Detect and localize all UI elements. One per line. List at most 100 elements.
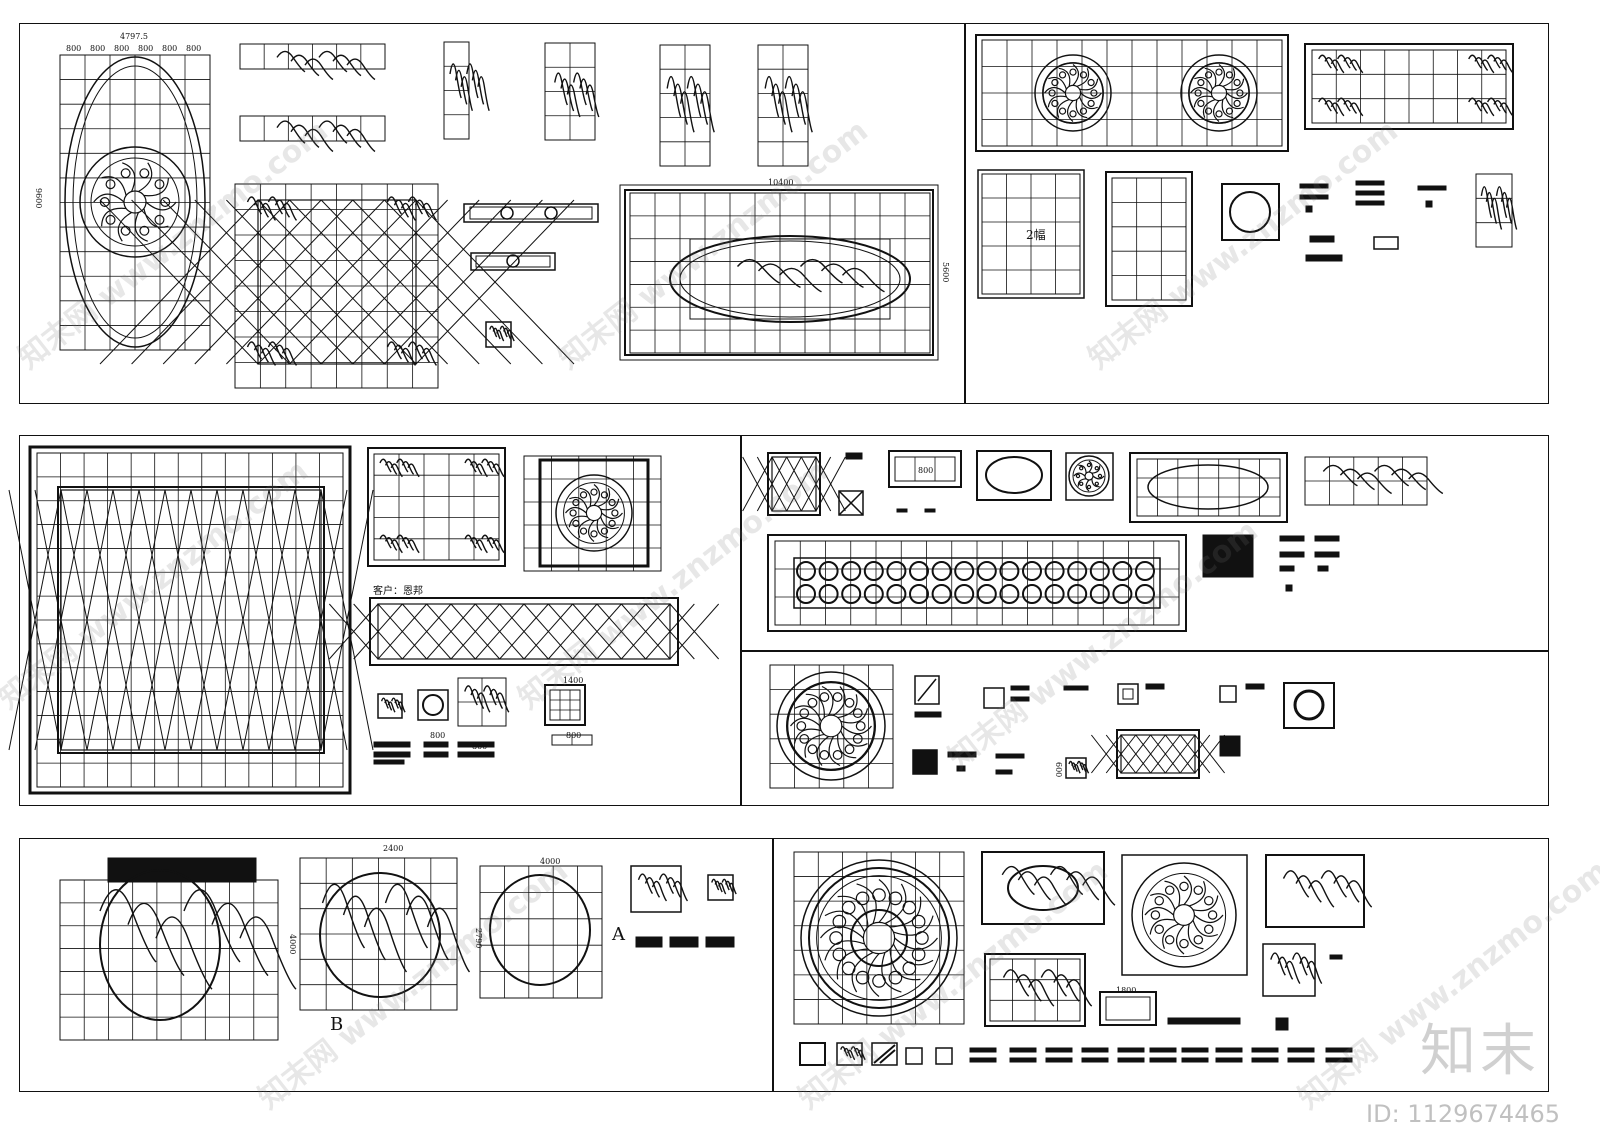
round-rosette-tile [1065, 452, 1114, 501]
quatrefoil-rosette-top [1089, 561, 1110, 581]
client-strip-frame [369, 597, 679, 666]
dim-center-width: 10400 [768, 178, 794, 187]
quatrefoil-rosette-top [1067, 561, 1088, 581]
mini-window-grid [549, 689, 581, 721]
mini-tile-1-motif [380, 697, 406, 713]
rosette-medallion-petals [565, 484, 623, 542]
peony-strip-motif-2 [276, 120, 376, 153]
vertical-motif-3 [666, 75, 715, 133]
round-window-tile [1221, 183, 1280, 241]
corner-scroll-tl [246, 196, 298, 221]
legend-bar-3 [1355, 180, 1385, 186]
legend-strip-b-10 [1325, 1057, 1353, 1063]
dim-800-mid: 800 [918, 466, 934, 475]
legend-bar-b3 [1010, 696, 1030, 702]
round-medallion-ring [786, 681, 876, 771]
mini-tile-2 [417, 689, 449, 721]
dim-4000: 4000 [540, 857, 561, 866]
quatrefoil-rosette-bottom [909, 584, 929, 604]
vertical-scroll-grid [1475, 173, 1513, 248]
quatrefoil-rosette-bottom [796, 584, 816, 604]
medallion-right [1180, 54, 1258, 132]
center-panel-outer [619, 184, 939, 361]
border-strip-1-inner [469, 206, 593, 220]
strip-rosette-2 [544, 206, 558, 220]
star-rug-medallion [1131, 862, 1237, 968]
x-tile [838, 490, 864, 516]
quatrefoil-rosette-top [909, 561, 929, 581]
quatrefoil-rosette-bottom [976, 584, 997, 604]
corner-scroll-a [1318, 54, 1364, 74]
ring-tile-circle [1293, 689, 1325, 721]
round-carved-medallion-ring [90, 157, 180, 247]
legend-strip-b-4 [1117, 1057, 1145, 1063]
lattice-chip [1373, 236, 1399, 250]
legend-bar-4 [1355, 190, 1385, 196]
center-oval-motif [736, 258, 885, 293]
legend-bar-m2 [373, 751, 411, 758]
oval-rug-panel [981, 851, 1105, 925]
legend-bar-m6 [457, 741, 495, 748]
quatrefoil-rosette-bottom [863, 584, 884, 604]
star-rug-medallion-center [1172, 903, 1195, 926]
scroll-frieze-motif [1322, 464, 1444, 495]
star-rug-panel [1121, 854, 1248, 976]
legend-bar-b6 [1245, 683, 1265, 690]
vertical-panel-1-lines [444, 65, 469, 116]
scroll-rug-motif [1282, 870, 1373, 908]
dim-4000-v: 4000 [288, 934, 297, 955]
corner-scroll-bl [246, 341, 298, 366]
quatrefoil-rosette-top [863, 561, 884, 581]
panel-top [19, 23, 1549, 404]
quatrefoil-rosette-bottom [841, 584, 862, 604]
strip-rosette-3 [506, 254, 520, 268]
scroll-frieze-grid-lines [1305, 457, 1427, 505]
vertical-panel-4-lines [758, 45, 808, 166]
round-rosette-ring [1072, 459, 1106, 493]
two-frames-grid-lines [982, 174, 1080, 294]
center-oval-outer [669, 235, 911, 323]
dim-1800: 1800 [1116, 986, 1137, 995]
legend-strip-b-7 [1215, 1057, 1243, 1063]
quatrefoil-rosette-bottom [999, 584, 1020, 604]
dim-2400: 2400 [383, 844, 404, 853]
round-carved-medallion-petals [93, 162, 177, 242]
legend-bar-r1 [845, 452, 863, 460]
legend-bar-r2 [896, 508, 908, 513]
scroll-border-tr [464, 458, 505, 478]
dense-pattern-block [1202, 534, 1254, 578]
legend-bar-r9 [1317, 565, 1329, 572]
divider-middle-v [740, 435, 742, 806]
star-rug-medallion-petals [1144, 875, 1224, 955]
round-medallion-large-ring [787, 682, 875, 770]
medallion-right-ring [1188, 62, 1250, 124]
vertical-motif-1 [449, 63, 490, 112]
quatrefoil-rosette-top [841, 561, 862, 581]
legend-bar-5 [1355, 200, 1385, 206]
peony-strip-grid-2-lines [263, 116, 362, 141]
legend-bar-m4 [423, 741, 449, 748]
large-diamond-carpet-grid-lines [37, 453, 343, 787]
dim-cell-3: 800 [114, 44, 130, 53]
legend-bar-6 [1417, 185, 1447, 191]
dim-left-height: 9600 [34, 188, 43, 209]
legend-strip-b-0 [969, 1057, 997, 1063]
quatrefoil-rosette-top [954, 561, 975, 581]
dim-800-small-3: 800 [472, 742, 488, 751]
mini-window-tile [544, 684, 586, 726]
rosette-medallion-ring [563, 482, 625, 544]
legend-bar-b9 [995, 769, 1013, 775]
mini-window-grid-lines [550, 690, 580, 720]
scroll-chip-1 [630, 865, 682, 913]
circle-rug-medallion-center [862, 921, 896, 955]
oval-rug-center [1007, 865, 1079, 911]
oval-window-shape [985, 456, 1043, 494]
lattice-window-diamonds-lattice [742, 456, 846, 512]
label-client: 客户：恩邦 [373, 586, 423, 597]
round-rosette-petals [1073, 460, 1105, 492]
scroll-chip-2-motif [711, 878, 737, 895]
legend-strip-b-2 [1045, 1057, 1073, 1063]
legend-strip-0 [969, 1047, 997, 1053]
legend-bar-p1 [635, 936, 663, 948]
legend-dot-1 [1305, 205, 1313, 213]
